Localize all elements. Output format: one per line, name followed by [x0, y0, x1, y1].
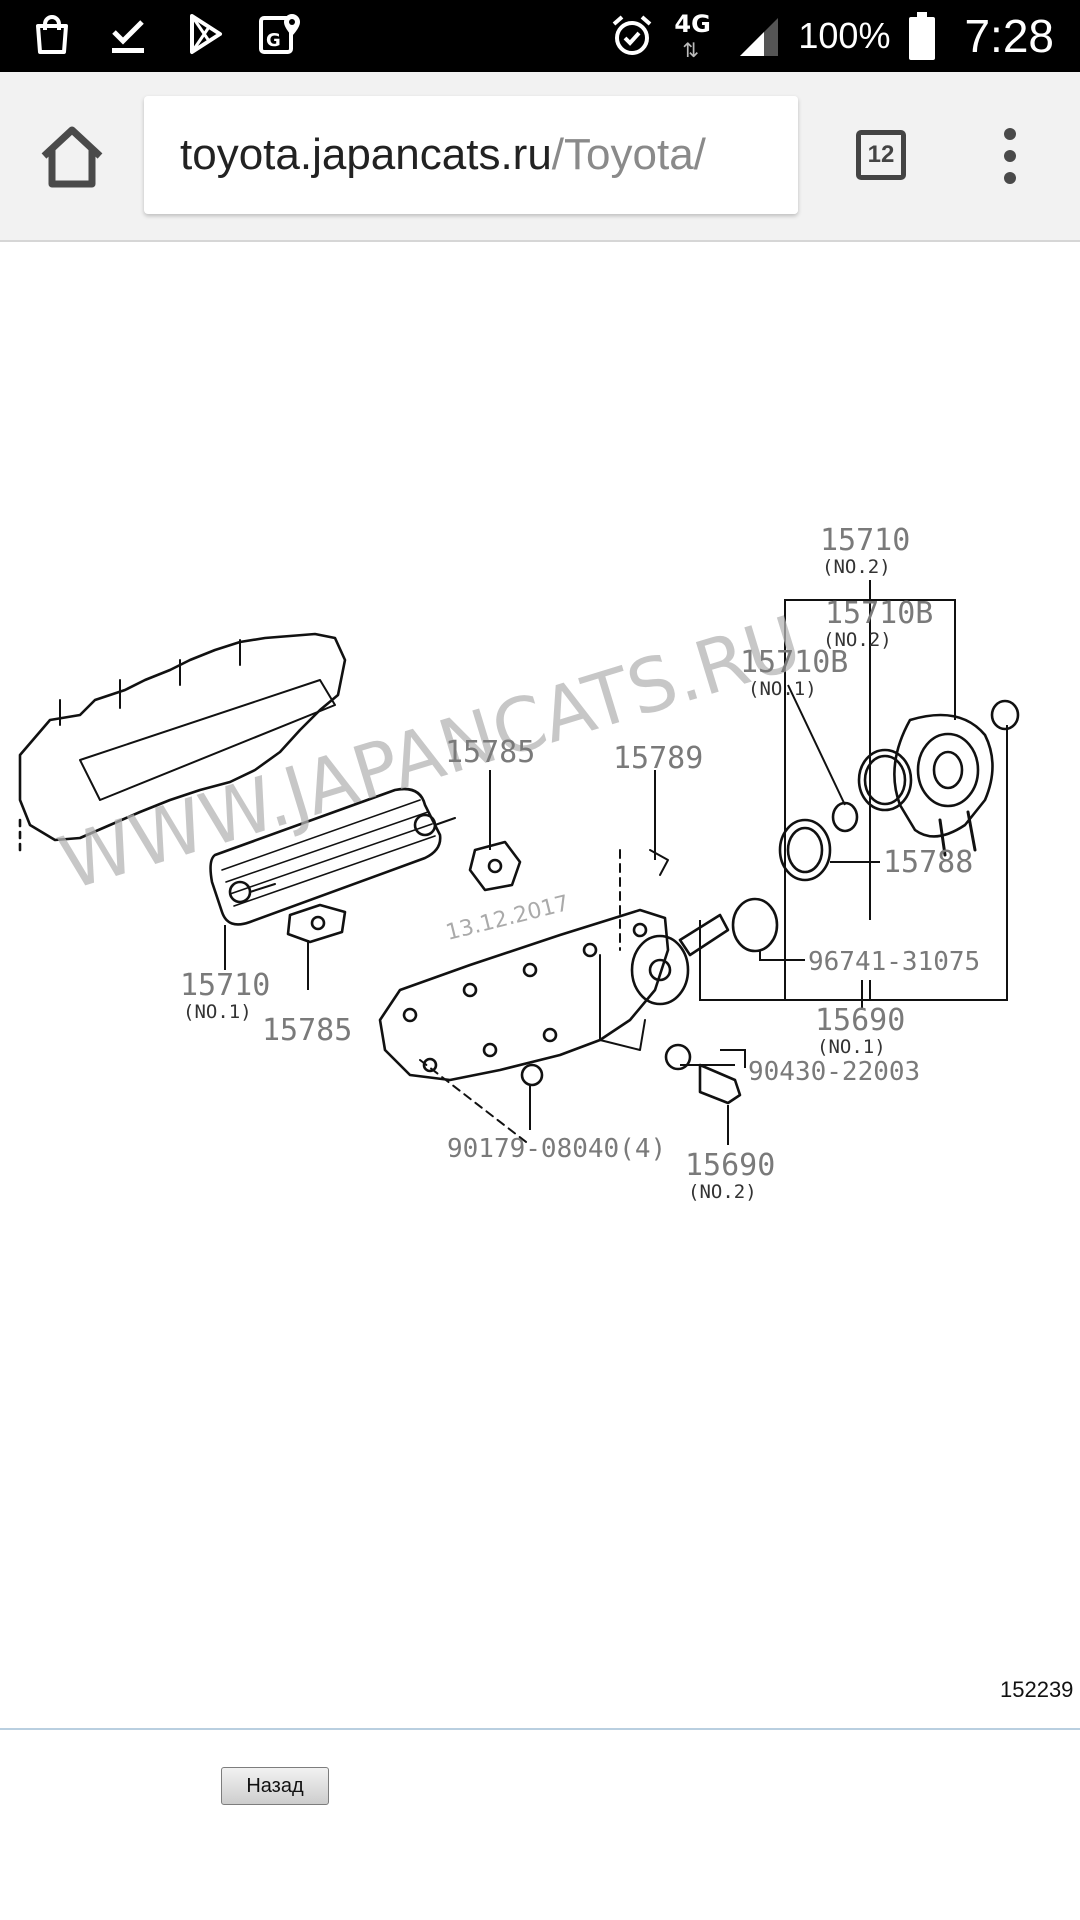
part-label: 15690	[815, 1003, 905, 1038]
relief-valve	[678, 913, 730, 957]
battery-icon	[909, 12, 936, 60]
oil-cooler-housing	[893, 713, 994, 838]
part-note: (NO.2)	[822, 556, 891, 578]
system-status: 4G ⇅ 100% 7:28	[608, 0, 1054, 72]
part-label: 90430-22003	[748, 1057, 920, 1087]
data-arrows-icon: ⇅	[682, 38, 700, 62]
alarm-icon	[613, 15, 652, 55]
url-text[interactable]: toyota.japancats.ru/Toyota/	[180, 130, 706, 180]
part-note: (NO.1)	[817, 1036, 886, 1058]
part-note: (NO.1)	[183, 1001, 252, 1023]
tab-count: 12	[867, 141, 895, 168]
url-path: /Toyota/	[551, 130, 706, 179]
play-store-icon	[190, 14, 222, 54]
overflow-menu-button[interactable]	[996, 126, 1024, 186]
figure-number: 152239	[1000, 1677, 1074, 1702]
part-label: 15710	[180, 968, 270, 1003]
clock: 7:28	[964, 10, 1054, 62]
part-label: 15788	[883, 845, 973, 880]
network-type: 4G	[674, 10, 711, 38]
part-label: 15785	[445, 735, 535, 770]
download-done-icon	[112, 20, 144, 53]
url-fade	[738, 96, 798, 214]
home-button[interactable]	[38, 124, 106, 188]
part-note: (NO.1)	[748, 678, 817, 700]
page-divider	[0, 1728, 1080, 1730]
browser-toolbar: toyota.japancats.ru/Toyota/ 12	[0, 72, 1080, 242]
part-note: (NO.2)	[688, 1181, 757, 1203]
part-label: 15710B	[825, 596, 933, 631]
url-bar[interactable]: toyota.japancats.ru/Toyota/	[144, 96, 798, 214]
parts-diagram: WWW.JAPANCATS.RU 13.12.2017 15710 (NO.2)…	[18, 523, 1020, 1203]
part-label: 15785	[262, 1013, 352, 1048]
cooler-cover	[378, 908, 670, 1082]
part-label: 15710B	[740, 645, 848, 680]
back-button[interactable]: Назад	[221, 1767, 329, 1805]
url-domain: toyota.japancats.ru	[180, 130, 552, 179]
part-label: 96741-31075	[808, 947, 980, 977]
engine-block-outline	[18, 632, 347, 842]
part-label: 90179-08040(4)	[447, 1134, 666, 1164]
battery-percentage: 100%	[798, 15, 891, 56]
drain-plug	[698, 1063, 742, 1105]
status-bar: G 4G ⇅ 100% 7:28	[0, 0, 1080, 72]
oil-cooler-element	[209, 787, 442, 926]
tab-switcher-button[interactable]: 12	[856, 130, 906, 180]
part-label: 15710	[820, 523, 910, 558]
part-note: (NO.2)	[823, 629, 892, 651]
part-label: 15690	[685, 1148, 775, 1183]
maps-icon: G	[259, 14, 300, 54]
signal-icon	[740, 18, 779, 56]
gasket-upper	[468, 840, 522, 892]
gasket-lower	[286, 903, 347, 944]
shopping-bag-icon	[36, 15, 68, 54]
network-indicator: 4G ⇅	[674, 6, 720, 66]
part-label: 15789	[613, 741, 703, 776]
notification-icons: G	[28, 10, 304, 58]
svg-text:G: G	[266, 30, 281, 51]
